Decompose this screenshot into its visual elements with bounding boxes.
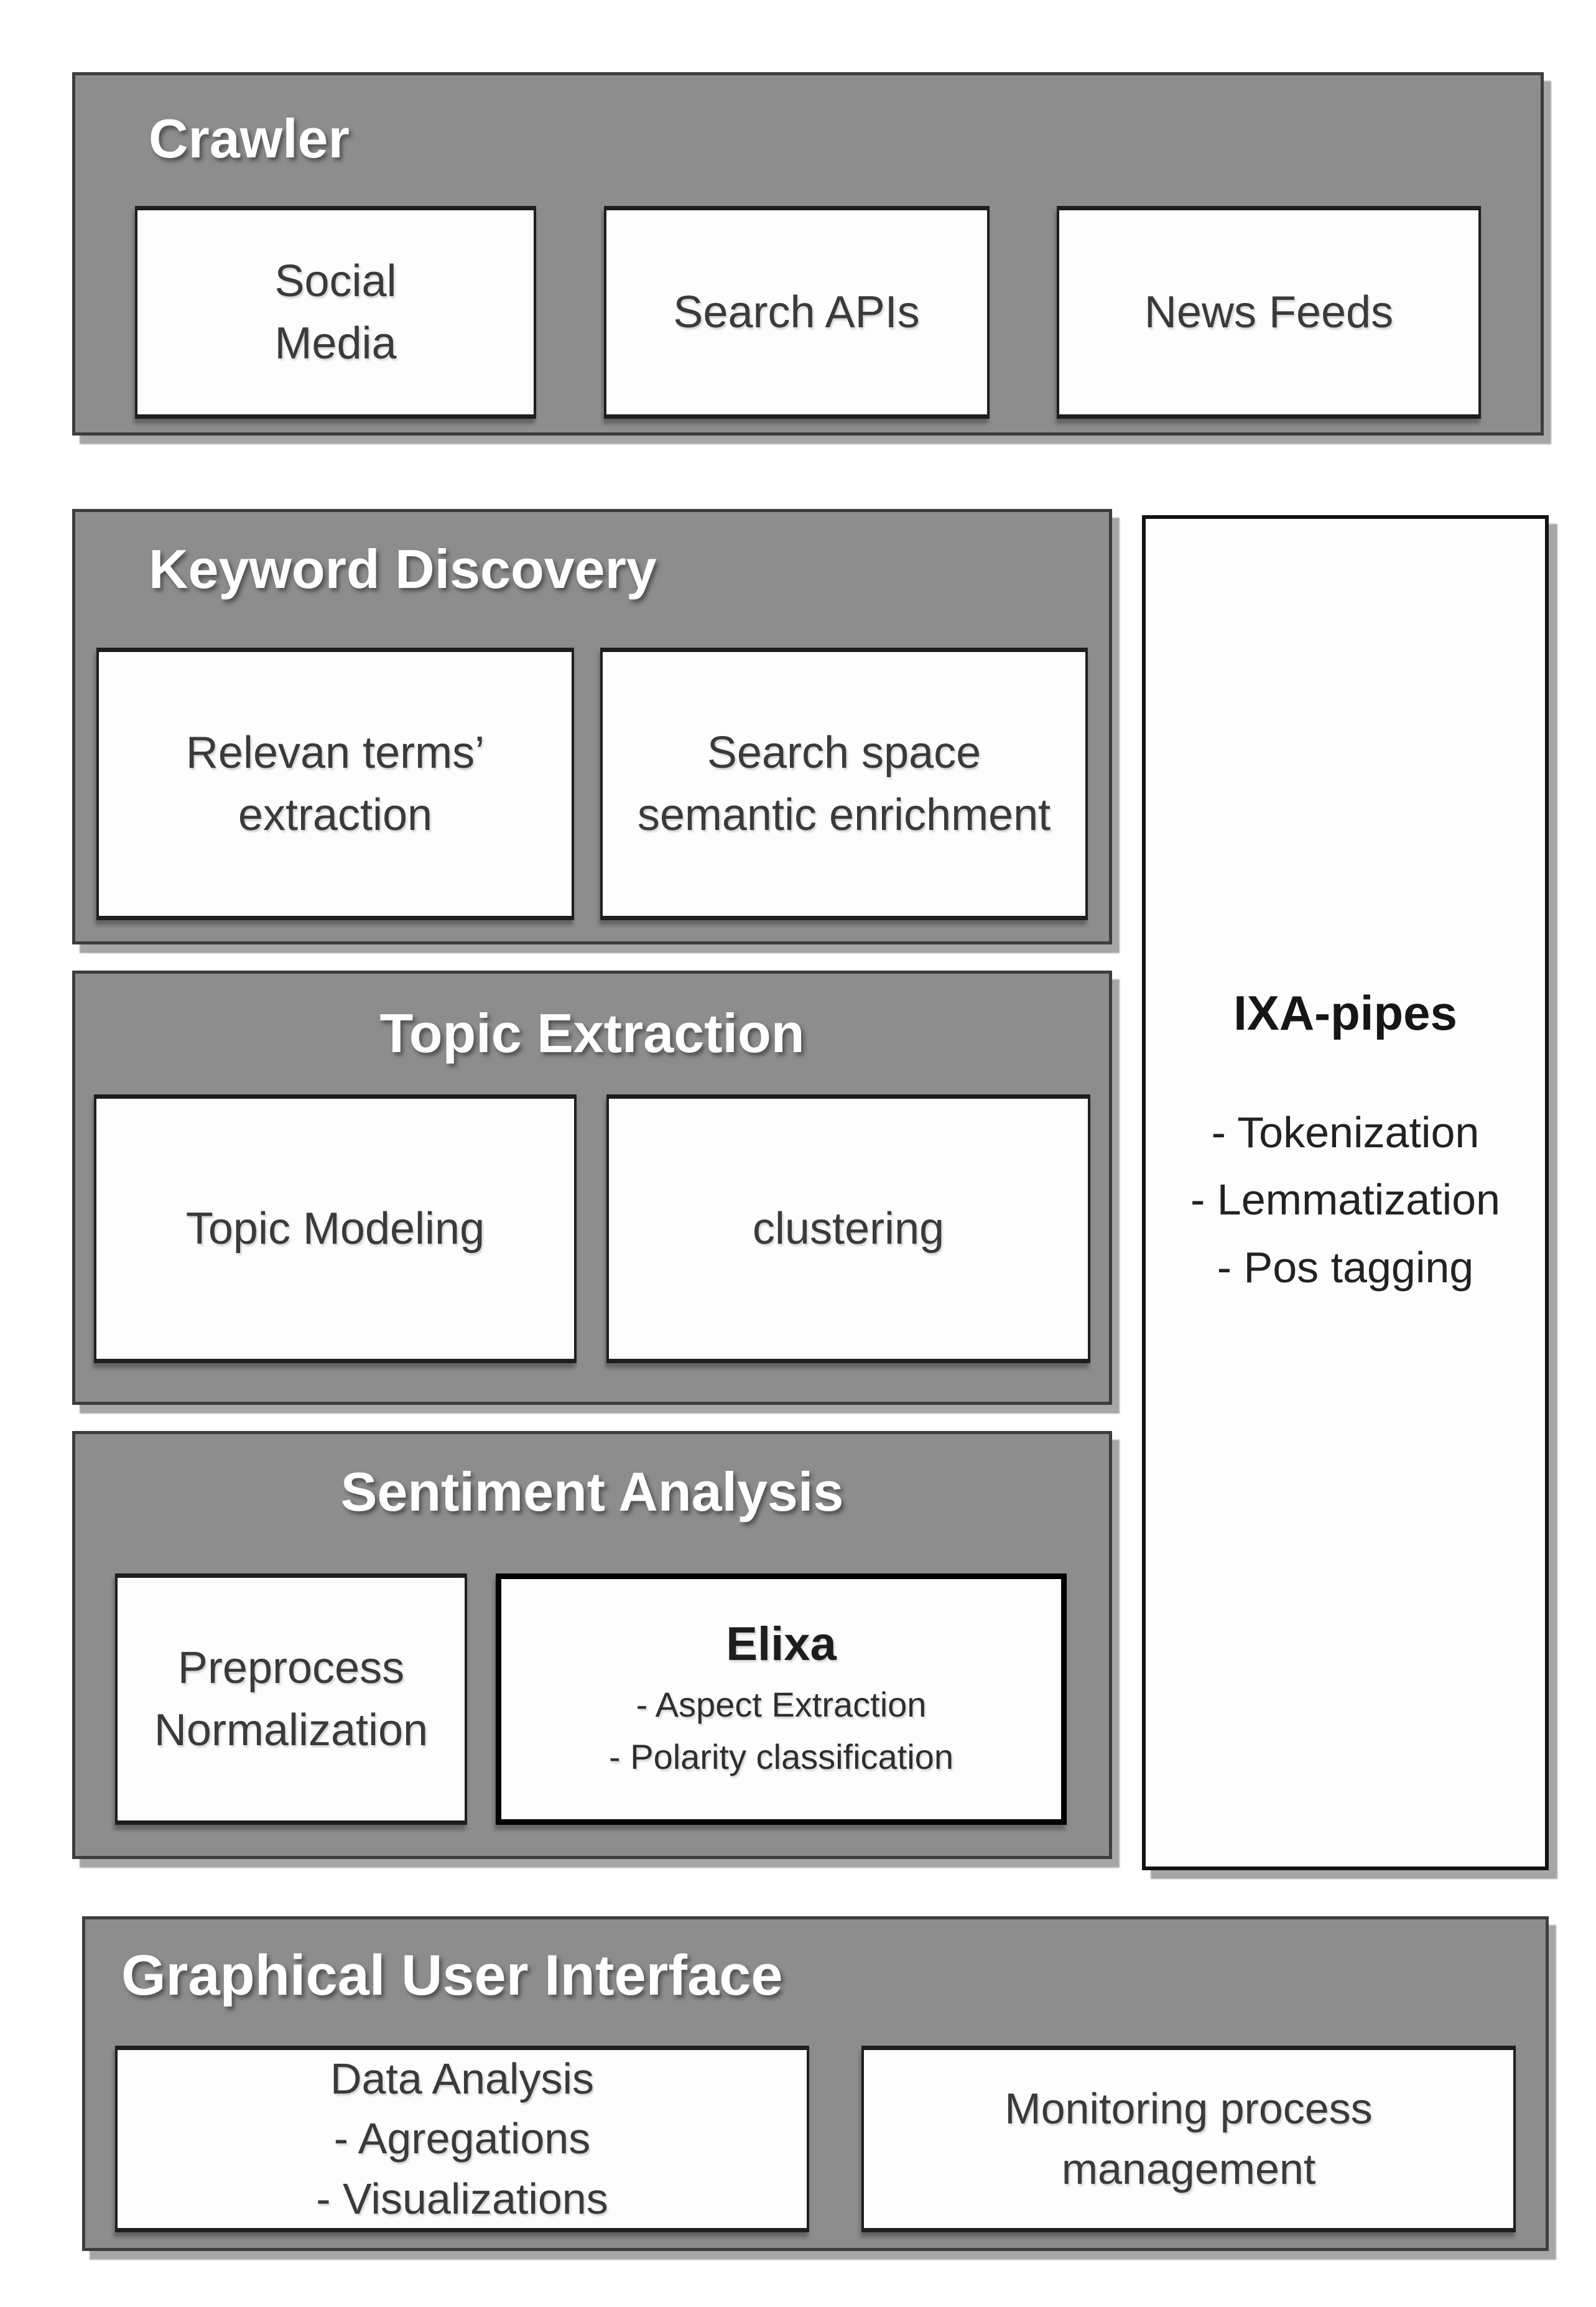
ixa-pipes-box: IXA-pipes - Tokenization - Lemmatization… [1142,515,1549,1870]
sentiment-analysis-box-row: Preprocess Normalization Elixa - Aspect … [115,1573,1109,1825]
gui-section-title: Graphical User Interface [121,1944,783,2007]
monitoring-process-management-box: Monitoring process management [861,2045,1516,2232]
news-feeds-box: News Feeds [1057,206,1481,419]
keyword-discovery-section: Keyword Discovery Relevan terms’ extract… [72,509,1112,944]
elixa-box-items: - Aspect Extraction - Polarity classific… [609,1684,953,1776]
sentiment-analysis-section: Sentiment Analysis Preprocess Normalizat… [72,1431,1112,1859]
ixa-pipes-title: IXA-pipes [1233,985,1457,1040]
search-apis-box: Search APIs [603,206,990,419]
preprocess-normalization-box: Preprocess Normalization [115,1573,467,1825]
ixa-pipes-items: - Tokenization - Lemmatization - Pos tag… [1190,1107,1500,1292]
elixa-box-title: Elixa [726,1617,837,1671]
gui-section: Graphical User Interface Data Analysis -… [82,1916,1549,2251]
keyword-discovery-box-row: Relevan terms’ extraction Search space s… [96,648,1088,921]
keyword-discovery-section-title: Keyword Discovery [149,538,657,600]
social-media-box: Social Media [135,206,536,419]
topic-extraction-section-title: Topic Extraction [379,1002,805,1064]
crawler-section: Crawler Social Media Search APIs News Fe… [72,72,1544,436]
topic-extraction-box-row: Topic Modeling clustering [94,1094,1090,1364]
elixa-box: Elixa - Aspect Extraction - Polarity cla… [496,1573,1067,1825]
relevant-terms-extraction-box: Relevan terms’ extraction [96,648,574,921]
gui-box-row: Data Analysis - Agregations - Visualizat… [115,2045,1516,2232]
crawler-section-title: Crawler [149,108,350,169]
topic-modeling-box: Topic Modeling [94,1094,577,1364]
sentiment-analysis-section-title: Sentiment Analysis [340,1461,844,1522]
data-analysis-box: Data Analysis - Agregations - Visualizat… [115,2045,809,2232]
clustering-box: clustering [606,1094,1090,1364]
ixa-pipes-content: IXA-pipes - Tokenization - Lemmatization… [1190,985,1500,1302]
topic-extraction-section: Topic Extraction Topic Modeling clusteri… [72,971,1112,1405]
search-space-semantic-enrichment-box: Search space semantic enrichment [600,648,1088,921]
crawler-box-row: Social Media Search APIs News Feeds [135,206,1481,419]
